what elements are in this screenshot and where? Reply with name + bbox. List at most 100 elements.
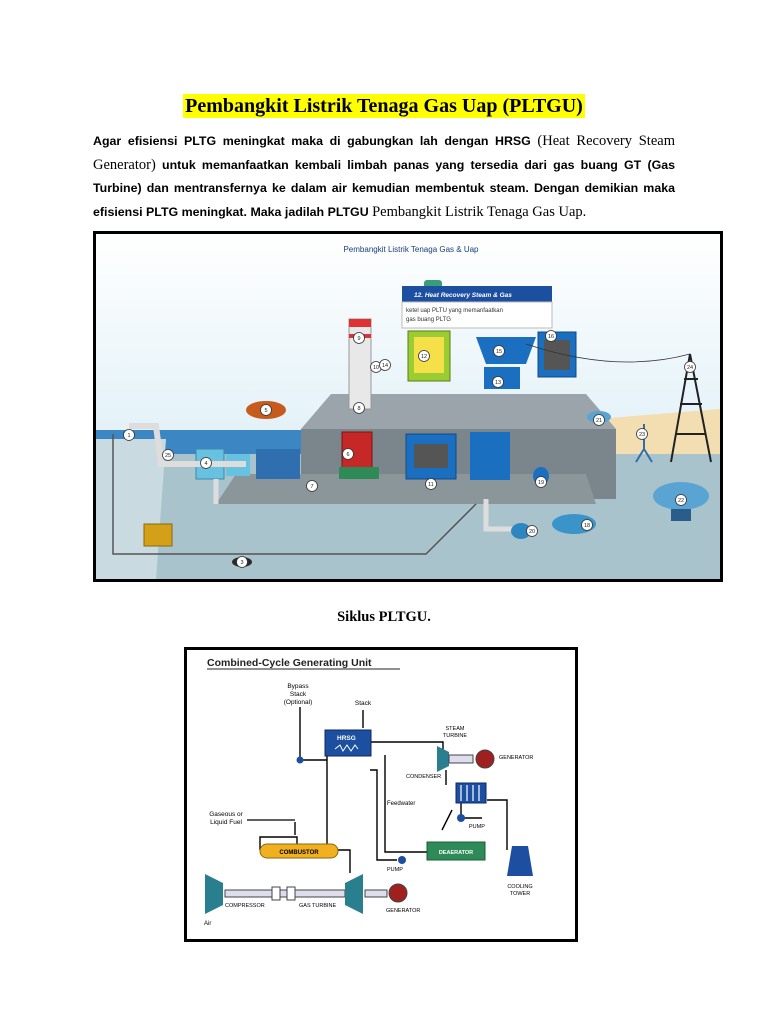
label-number: 1 — [127, 433, 130, 439]
hrsg-label: HRSG — [337, 735, 356, 742]
bypass-label-3: (Optional) — [284, 699, 313, 706]
air-label: Air — [204, 921, 211, 927]
generator-top-label: GENERATOR — [499, 755, 533, 761]
label-number: 22 — [678, 498, 684, 504]
label-badge — [545, 330, 557, 342]
figure-caption: Siklus PLTGU. — [337, 609, 431, 625]
pump-left-label: PUMP — [387, 867, 403, 873]
label-badge — [493, 345, 505, 357]
cycle-svg: Combined-Cycle Generating Unit Bypass St… — [204, 657, 533, 927]
feedwater-label: Feedwater — [387, 801, 415, 807]
label-number: 16 — [548, 334, 554, 340]
generator-bottom-icon — [388, 883, 408, 903]
combined-cycle-diagram: Combined-Cycle Generating Unit Bypass St… — [184, 647, 578, 942]
pump-left-icon — [398, 856, 406, 864]
pump-right-label: PUMP — [469, 824, 485, 830]
label-number: 5 — [264, 408, 267, 414]
intro-paragraph: Agar efisiensi PLTG meningkat maka di ga… — [93, 130, 675, 224]
para-part-2: (Heat Recovery Steam Generator) — [93, 133, 675, 173]
platform-top — [301, 394, 616, 429]
label-number: 8 — [357, 406, 360, 412]
label-badge — [636, 428, 648, 440]
compressor — [256, 449, 300, 479]
cooling-label-2: TOWER — [510, 891, 530, 897]
generator-bottom-label: GENERATOR — [386, 908, 420, 914]
label-number: 6 — [346, 452, 349, 458]
compressor-icon — [205, 874, 223, 914]
label-number: 3 — [240, 560, 243, 566]
label-number: 25 — [165, 453, 171, 459]
label-badge — [593, 414, 605, 426]
plant-svg: Pembangkit Listrik Tenaga Gas & Uap 12. … — [96, 234, 720, 579]
label-badge — [353, 402, 365, 414]
fig1-title: Pembangkit Listrik Tenaga Gas & Uap — [343, 245, 479, 254]
label-number: 24 — [687, 365, 693, 371]
label-badge — [200, 457, 212, 469]
fig2-title: Combined-Cycle Generating Unit — [207, 657, 372, 669]
label-badge — [684, 361, 696, 373]
callout-line-1: ketel uap PLTU yang memanfaatkan — [406, 308, 503, 314]
deaerator-box — [426, 841, 486, 861]
label-badge — [162, 449, 174, 461]
steam-label-1: STEAM — [446, 726, 465, 732]
label-badge — [342, 448, 354, 460]
label-number: 4 — [204, 461, 207, 467]
cooling-tower-icon — [507, 846, 533, 876]
label-badge — [492, 376, 504, 388]
label-number: 10 — [373, 365, 379, 371]
label-number: 15 — [496, 349, 502, 355]
steam-label-2: TURBINE — [443, 733, 467, 739]
transmission-tower — [670, 353, 712, 463]
label-badge — [675, 494, 687, 506]
label-badge — [535, 476, 547, 488]
combustor-box — [259, 843, 339, 859]
gas-turbine-label: GAS TURBINE — [299, 903, 337, 909]
label-number: 12 — [421, 354, 427, 360]
label-number: 18 — [584, 523, 590, 529]
pltgu-plant-illustration: Pembangkit Listrik Tenaga Gas & Uap 12. … — [93, 231, 723, 582]
label-badge — [418, 350, 430, 362]
label-number: 14 — [382, 363, 388, 369]
bypass-damper-icon — [296, 756, 304, 764]
gas-turbine-icon — [345, 874, 363, 914]
generator-top-icon — [475, 749, 495, 769]
label-number: 9 — [357, 336, 360, 342]
label-number: 7 — [310, 484, 313, 490]
fuel-label-2: Liquid Fuel — [210, 819, 242, 826]
label-number: 13 — [495, 380, 501, 386]
bypass-label-2: Stack — [290, 691, 307, 698]
cooling-label-1: COOLING — [507, 884, 532, 890]
label-number: 21 — [596, 418, 602, 424]
steam-turbine — [476, 337, 536, 364]
callout-title: 12. Heat Recovery Steam & Gas — [414, 292, 512, 299]
combustor-label: COMBUSTOR — [279, 850, 319, 856]
para-part-1: Agar efisiensi PLTG meningkat maka di ga… — [93, 134, 531, 148]
label-badge — [260, 404, 272, 416]
label-badge — [425, 478, 437, 490]
intake-pump — [143, 523, 173, 547]
deaerator-label: DEAERATOR — [439, 850, 473, 856]
callout-line-2: gas buang PLTG — [406, 317, 451, 323]
callout-header — [402, 286, 552, 302]
label-badge — [353, 332, 365, 344]
steam-turbine-icon — [437, 746, 449, 772]
label-badge — [581, 519, 593, 531]
hrsg-box — [324, 729, 372, 757]
label-number: 20 — [529, 529, 535, 535]
bypass-label-1: Bypass — [287, 683, 309, 690]
label-badge — [123, 429, 135, 441]
page-title: Pembangkit Listrik Tenaga Gas Uap (PLTGU… — [183, 94, 585, 118]
para-part-3: untuk memanfaatkan kembali limbah panas … — [93, 157, 675, 219]
label-badge — [379, 359, 391, 371]
label-number: 11 — [428, 482, 434, 488]
para-part-4: Pembangkit Listrik Tenaga Gas Uap. — [372, 203, 587, 220]
fuel-label-1: Gaseous or — [209, 811, 243, 818]
condenser-label: CONDENSER — [406, 774, 441, 780]
label-badge — [526, 525, 538, 537]
compressor-label: COMPRESSOR — [225, 903, 265, 909]
label-number: 19 — [538, 480, 544, 486]
label-number: 23 — [639, 432, 645, 438]
callout-body — [401, 301, 553, 329]
title-wrap: Pembangkit Listrik Tenaga Gas Uap (PLTGU… — [0, 94, 768, 118]
stack-label: Stack — [355, 700, 372, 707]
